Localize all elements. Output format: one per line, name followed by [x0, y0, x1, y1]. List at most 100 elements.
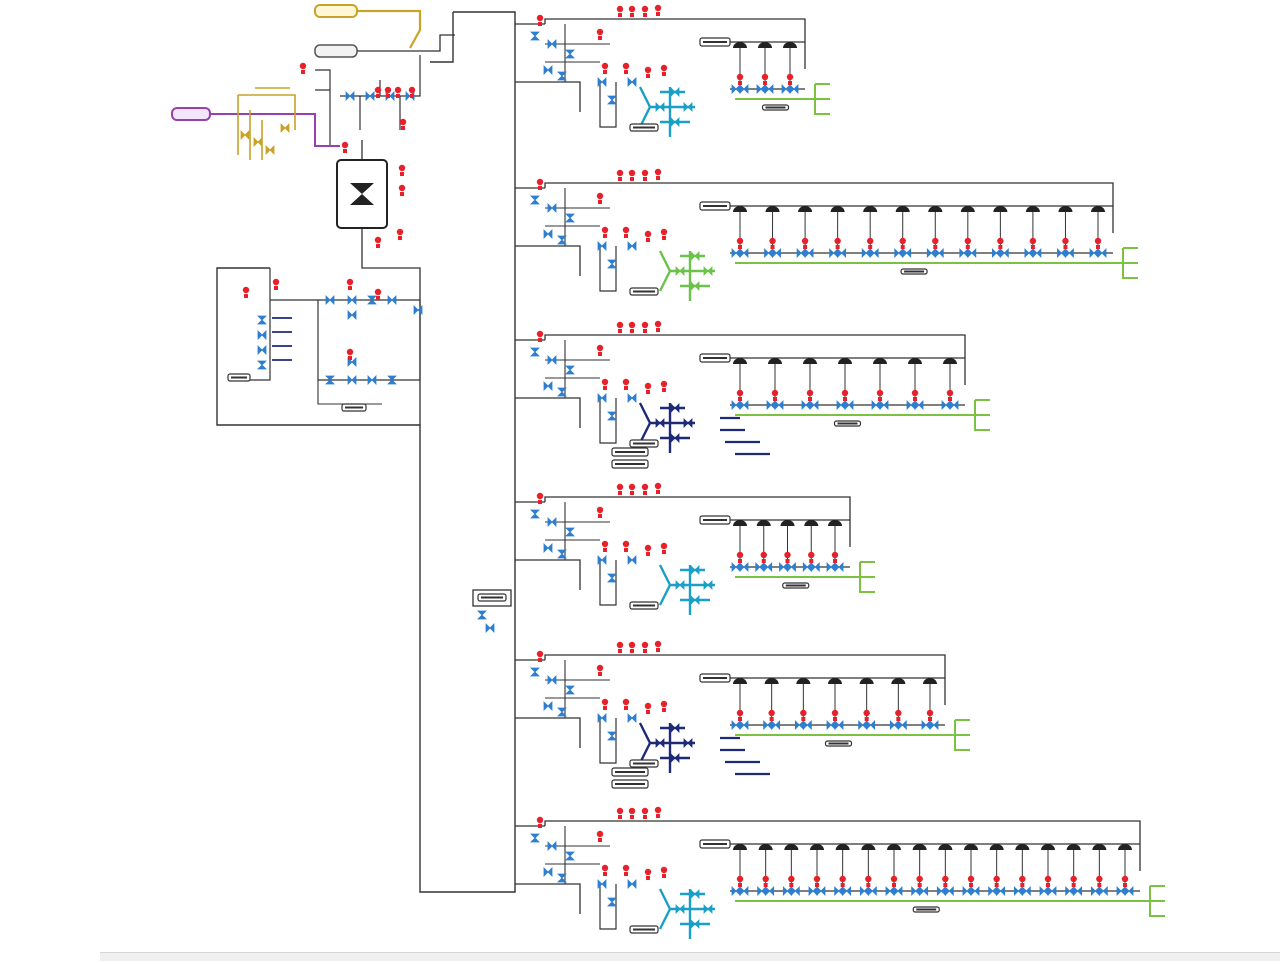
valve-icon[interactable]: [1073, 886, 1083, 896]
valve-icon[interactable]: [485, 623, 495, 633]
valve-icon[interactable]: [739, 248, 749, 258]
instrument-bubble-icon[interactable]: [398, 164, 406, 172]
valve-icon[interactable]: [325, 375, 335, 385]
pump-icon[interactable]: [733, 520, 747, 526]
pump-icon[interactable]: [838, 358, 852, 364]
pump-icon[interactable]: [783, 42, 797, 48]
pump-icon[interactable]: [989, 844, 1004, 850]
instrument-bubble-icon[interactable]: [616, 169, 624, 177]
instrument-bubble-icon[interactable]: [863, 709, 870, 717]
instrument-bubble-icon[interactable]: [784, 551, 791, 559]
pump-icon[interactable]: [780, 520, 795, 526]
instrument-bubble-icon[interactable]: [654, 640, 662, 648]
instrument-bubble-icon[interactable]: [916, 875, 923, 883]
valve-icon[interactable]: [763, 562, 773, 572]
instrument-bubble-icon[interactable]: [616, 641, 624, 649]
instrument-bubble-icon[interactable]: [654, 320, 662, 328]
valve-icon[interactable]: [970, 886, 980, 896]
valve-icon[interactable]: [597, 77, 607, 87]
instrument-bubble-icon[interactable]: [622, 540, 630, 548]
valve-icon[interactable]: [790, 886, 800, 896]
valve-icon[interactable]: [962, 886, 972, 896]
instrument-bubble-icon[interactable]: [596, 664, 604, 672]
instrument-bubble-icon[interactable]: [1094, 237, 1102, 245]
valve-icon[interactable]: [257, 360, 267, 370]
pump-icon[interactable]: [938, 844, 953, 850]
valve-icon[interactable]: [919, 886, 929, 896]
instrument-bubble-icon[interactable]: [601, 62, 609, 70]
valve-icon[interactable]: [731, 562, 741, 572]
valve-icon[interactable]: [871, 400, 881, 410]
pump-icon[interactable]: [733, 206, 747, 212]
instrument-bubble-icon[interactable]: [866, 237, 874, 245]
valve-icon[interactable]: [690, 595, 700, 605]
valve-icon[interactable]: [816, 886, 826, 896]
pump-icon[interactable]: [756, 520, 771, 526]
valve-icon[interactable]: [565, 851, 575, 861]
valve-icon[interactable]: [1089, 248, 1099, 258]
valve-icon[interactable]: [565, 49, 575, 59]
pump-icon[interactable]: [1118, 844, 1132, 850]
instrument-bubble-icon[interactable]: [644, 382, 652, 390]
pump-icon[interactable]: [733, 42, 747, 48]
valve-icon[interactable]: [675, 266, 685, 276]
valve-icon[interactable]: [944, 886, 954, 896]
valve-icon[interactable]: [670, 433, 680, 443]
instrument-bubble-icon[interactable]: [876, 389, 884, 397]
instrument-bubble-icon[interactable]: [895, 709, 902, 717]
pump-icon[interactable]: [891, 678, 906, 684]
pump-icon[interactable]: [784, 844, 799, 850]
valve-icon[interactable]: [866, 720, 876, 730]
valve-icon[interactable]: [755, 562, 765, 572]
pump-icon[interactable]: [810, 844, 824, 850]
instrument-bubble-icon[interactable]: [890, 875, 898, 883]
valve-icon[interactable]: [627, 555, 637, 565]
pump-icon[interactable]: [895, 206, 910, 212]
horizontal-scrollbar[interactable]: [100, 952, 1280, 961]
pump-icon[interactable]: [873, 358, 887, 364]
valve-icon[interactable]: [597, 241, 607, 251]
valve-icon[interactable]: [772, 248, 781, 258]
valve-icon[interactable]: [739, 400, 749, 410]
valve-icon[interactable]: [941, 400, 951, 410]
instrument-bubble-icon[interactable]: [769, 237, 776, 245]
valve-icon[interactable]: [731, 886, 741, 896]
valve-icon[interactable]: [675, 580, 685, 590]
valve-icon[interactable]: [627, 393, 637, 403]
instrument-bubble-icon[interactable]: [596, 28, 604, 36]
pump-icon[interactable]: [923, 678, 937, 684]
valve-icon[interactable]: [557, 873, 567, 883]
pump-icon[interactable]: [943, 358, 957, 364]
pump-icon[interactable]: [803, 358, 817, 364]
valve-icon[interactable]: [530, 195, 540, 205]
instrument-bubble-icon[interactable]: [768, 709, 775, 717]
pump-icon[interactable]: [861, 844, 876, 850]
valve-icon[interactable]: [703, 266, 713, 276]
valve-icon[interactable]: [781, 84, 791, 94]
instrument-bubble-icon[interactable]: [831, 551, 839, 559]
pump-icon[interactable]: [828, 678, 842, 684]
valve-icon[interactable]: [771, 720, 781, 730]
instrument-bubble-icon[interactable]: [761, 73, 769, 81]
valve-icon[interactable]: [766, 400, 776, 410]
valve-icon[interactable]: [999, 248, 1009, 258]
valve-icon[interactable]: [413, 305, 423, 315]
instrument-bubble-icon[interactable]: [374, 288, 382, 296]
valve-icon[interactable]: [627, 879, 637, 889]
valve-icon[interactable]: [1097, 248, 1107, 258]
instrument-bubble-icon[interactable]: [536, 330, 544, 338]
pump-icon[interactable]: [796, 678, 811, 684]
valve-icon[interactable]: [565, 365, 575, 375]
instrument-bubble-icon[interactable]: [800, 709, 807, 717]
instrument-bubble-icon[interactable]: [1019, 875, 1026, 883]
valve-icon[interactable]: [802, 720, 812, 730]
valve-icon[interactable]: [703, 904, 713, 914]
instrument-bubble-icon[interactable]: [786, 73, 794, 81]
valve-icon[interactable]: [655, 738, 665, 748]
valve-icon[interactable]: [597, 393, 607, 403]
instrument-bubble-icon[interactable]: [601, 864, 609, 872]
pump-icon[interactable]: [964, 844, 978, 850]
valve-icon[interactable]: [387, 375, 397, 385]
valve-icon[interactable]: [607, 573, 617, 583]
pump-icon[interactable]: [928, 206, 943, 212]
